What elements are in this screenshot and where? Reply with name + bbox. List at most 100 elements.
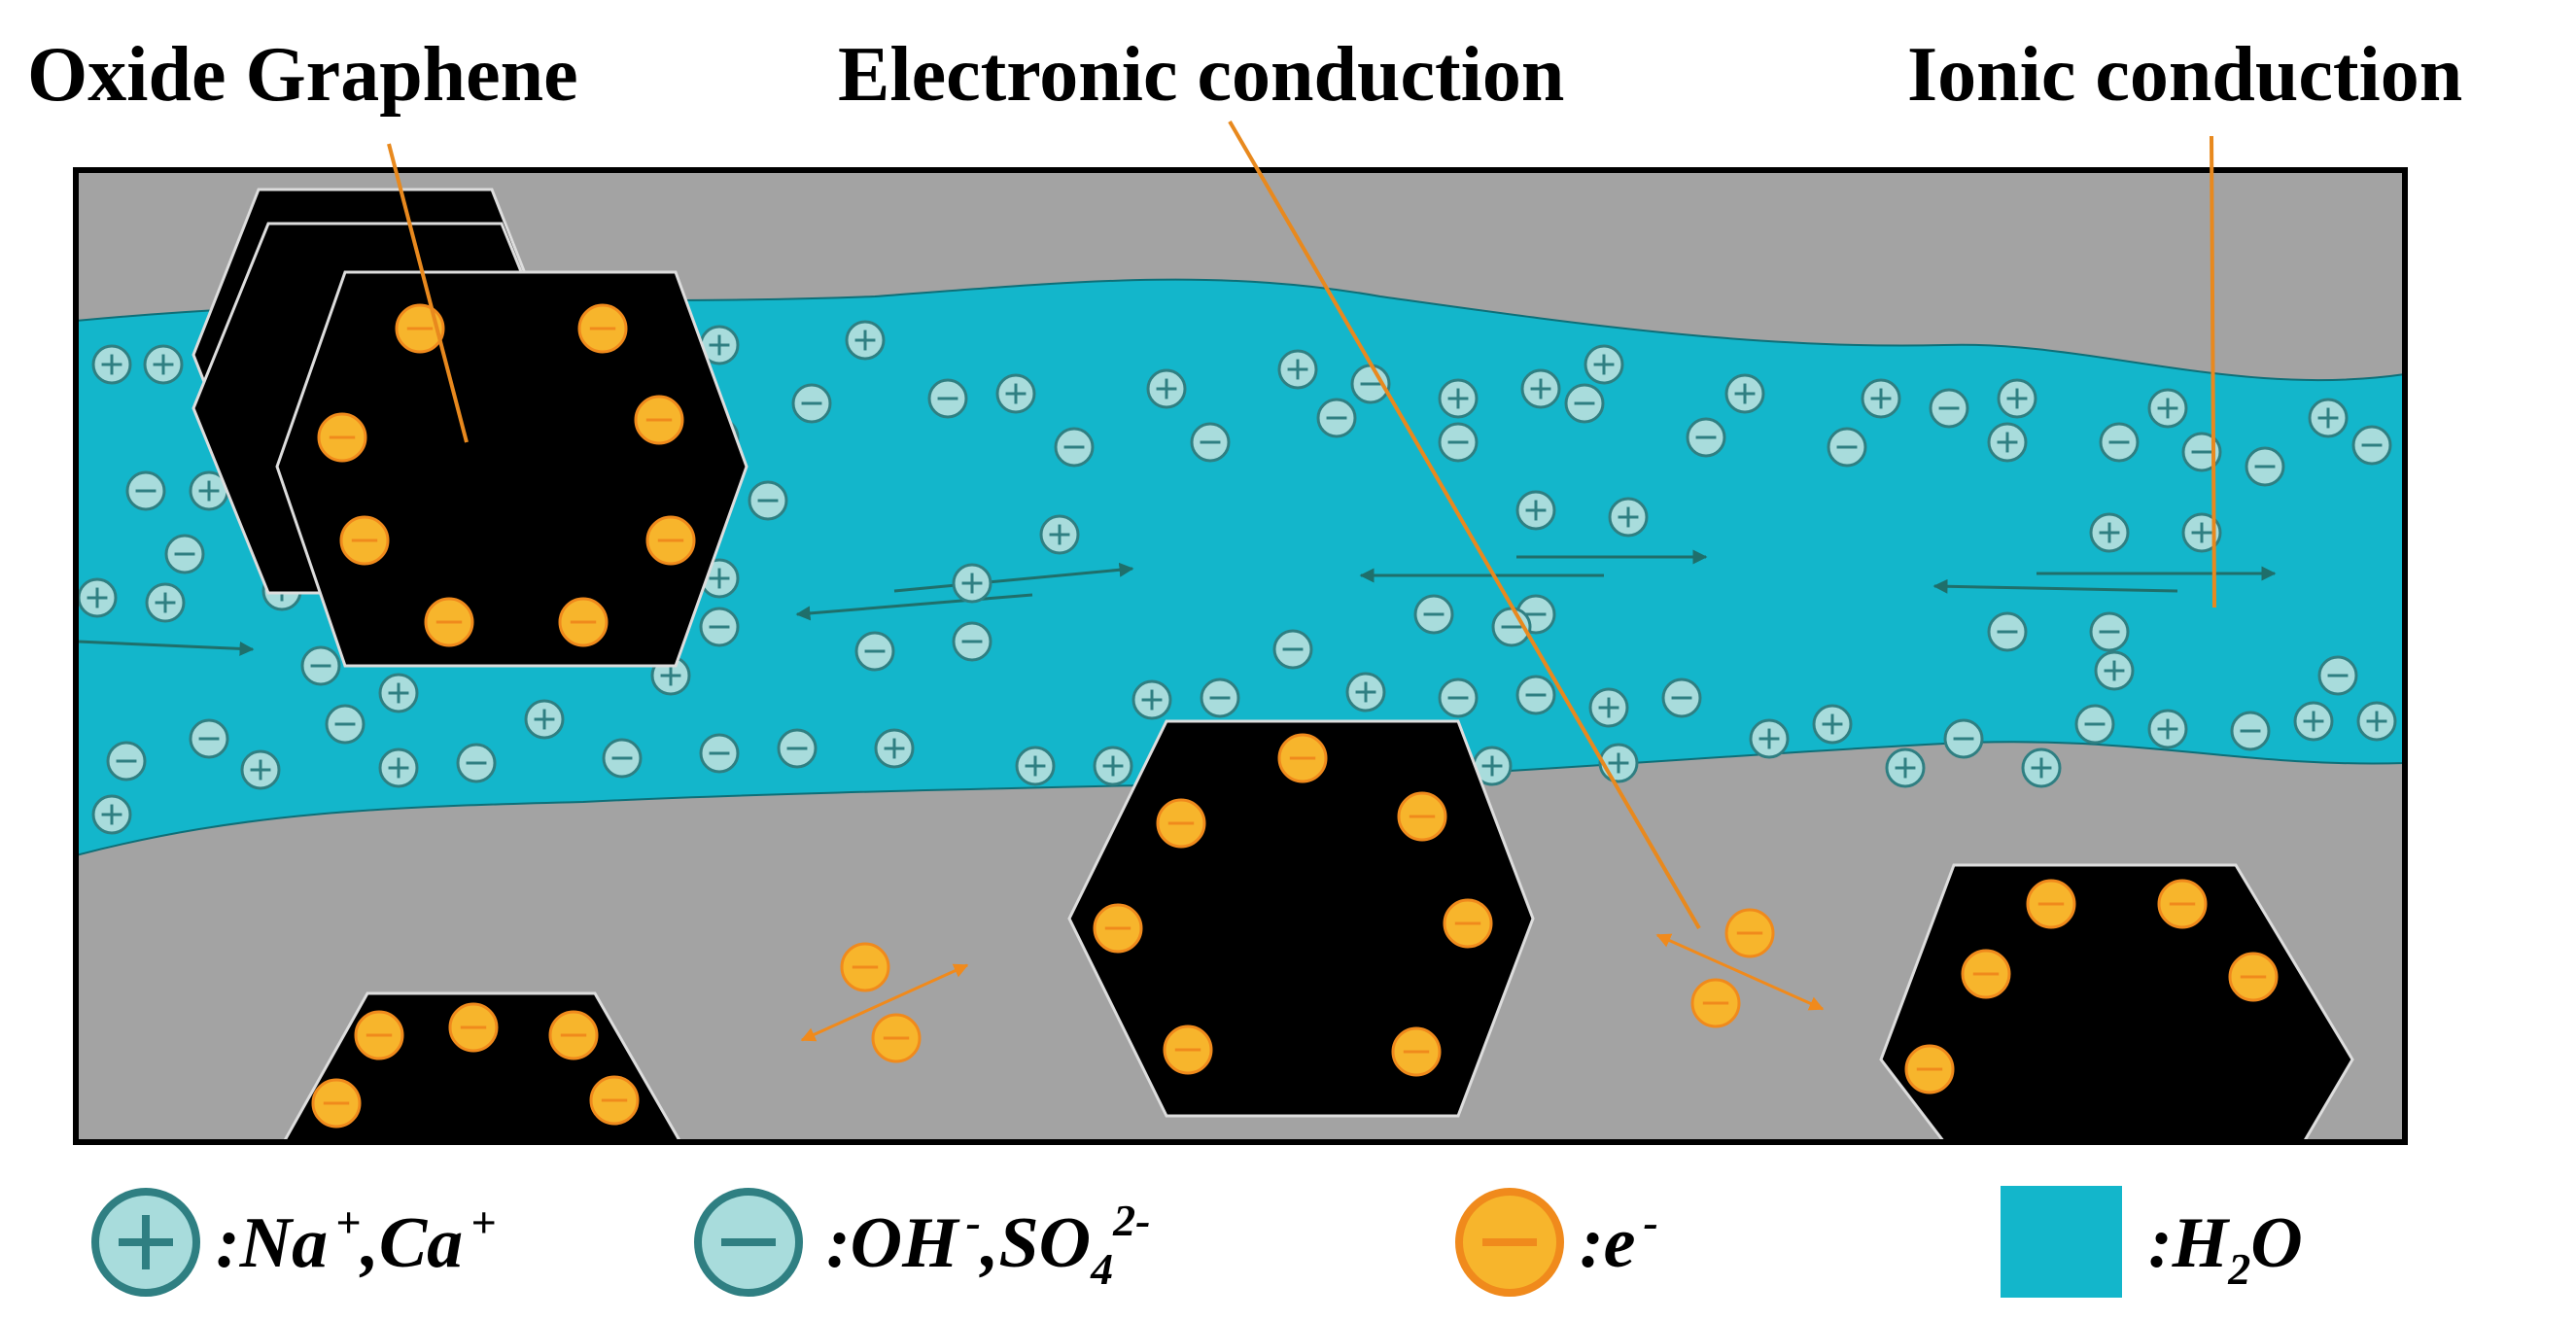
cation-icon [2021, 747, 2062, 788]
ions-layer [77, 320, 2397, 835]
cation-icon [1093, 746, 1133, 786]
cation-icon [2293, 701, 2334, 742]
anion-icon [2099, 422, 2140, 463]
anion-icon [952, 621, 992, 662]
cation-icon [2094, 650, 2135, 691]
anion-icon [2317, 655, 2358, 696]
anion-icon [1316, 398, 1357, 438]
label-oxide-graphene: Oxide Graphene [27, 32, 578, 118]
anion-icon [1564, 383, 1605, 424]
anion-icon [106, 741, 147, 782]
anion-icon [1200, 677, 1240, 718]
anion-icon [325, 704, 366, 745]
cation-icon [2147, 388, 2188, 429]
legend-electron: :e- [1455, 1188, 1658, 1297]
graphene-flake-right [1879, 863, 2354, 1142]
electron-icon [395, 303, 445, 354]
electron-icon [1904, 1044, 1955, 1094]
electron-icon [1961, 949, 2011, 999]
leader-ionic-conduction [2210, 135, 2216, 608]
anion-icon [1943, 718, 1984, 759]
anion-icon [602, 738, 643, 779]
cation-icon [2181, 512, 2222, 553]
cation-icon [1997, 378, 2037, 419]
ion-migration-arrows [77, 549, 2277, 656]
electron-icon [339, 515, 390, 566]
matrix-border [73, 167, 2408, 1145]
cation-icon [240, 749, 281, 790]
electron-icon [577, 303, 628, 354]
cation-icon [524, 699, 565, 740]
anion-icon [1190, 422, 1231, 463]
label-electronic-conduction: Electronic conduction [838, 32, 1564, 118]
electron-icon [840, 942, 890, 992]
electron-icon [548, 1010, 599, 1060]
cation-icon [1520, 368, 1561, 409]
electrons-layer [311, 303, 2279, 1129]
cation-icon [1885, 747, 1926, 788]
cation-icon [995, 373, 1036, 414]
cation-icon [2147, 709, 2188, 749]
cation-icon [1015, 746, 1056, 786]
cation-icon [1584, 344, 1624, 385]
electron-icon [1156, 798, 1206, 849]
electron-icon [558, 597, 609, 647]
anion-icon [791, 383, 832, 424]
cation-icon [1588, 687, 1629, 728]
svg-text::e-: :e- [1580, 1198, 1658, 1283]
anion-icon [1054, 427, 1095, 468]
anion-icon [1661, 677, 1702, 718]
svg-text::Na+,Ca+: :Na+,Ca+ [216, 1198, 496, 1283]
cation-icon [91, 794, 132, 835]
cation-icon [1987, 422, 2028, 463]
anion-icon [2245, 446, 2285, 487]
electron-icon [2026, 879, 2076, 929]
anion-icon [699, 733, 740, 774]
electron-icon [1391, 1026, 1442, 1077]
anion-icon [1686, 417, 1726, 458]
anion-icon [1929, 388, 1969, 429]
anion-icon [189, 718, 229, 759]
cation-icon [845, 320, 886, 361]
cation-icon [1438, 378, 1479, 419]
svg-text::H2O: :H2O [2148, 1203, 2303, 1294]
leader-oxide-graphene [387, 143, 469, 443]
cation-icon [1146, 368, 1187, 409]
electron-hop-arrows [800, 933, 1825, 1042]
anion-icon [1827, 427, 1867, 468]
leader-lines [387, 120, 2216, 930]
anion-icon [2074, 704, 2115, 745]
cation-icon [1608, 497, 1649, 538]
anion-icon [1438, 677, 1479, 718]
electron-icon [354, 1010, 404, 1060]
anion-icon [2230, 711, 2271, 751]
electron-icon [311, 1078, 362, 1129]
electron-icon [1163, 1025, 1213, 1075]
electron-icon [645, 515, 696, 566]
electron-icon [317, 412, 367, 463]
cation-icon [1598, 743, 1639, 783]
electron-icon [1443, 898, 1493, 949]
cation-icon [143, 344, 184, 385]
cation-icon [1812, 704, 1853, 745]
cation-icon [2356, 701, 2397, 742]
electron-icon [2157, 879, 2208, 929]
cation-icon [91, 344, 132, 385]
anion-icon [125, 470, 166, 511]
anion-icon [1272, 629, 1313, 670]
cation-icon [145, 582, 186, 623]
cation-icon [874, 728, 915, 769]
cation-icon [1277, 349, 1318, 390]
legend-water: :H2O [2001, 1186, 2303, 1298]
cation-icon [1515, 490, 1556, 531]
cation-icon [1131, 679, 1172, 720]
cation-icon [2308, 398, 2349, 438]
electron-icon [448, 1002, 499, 1053]
leader-electronic-conduction [1228, 120, 1701, 930]
legend-anion: :OH-,SO42- [694, 1188, 1150, 1297]
legend-cation: :Na+,Ca+ [91, 1188, 496, 1297]
cation-icon [2089, 512, 2130, 553]
anion-icon [777, 728, 818, 769]
cation-icon [1749, 718, 1790, 759]
